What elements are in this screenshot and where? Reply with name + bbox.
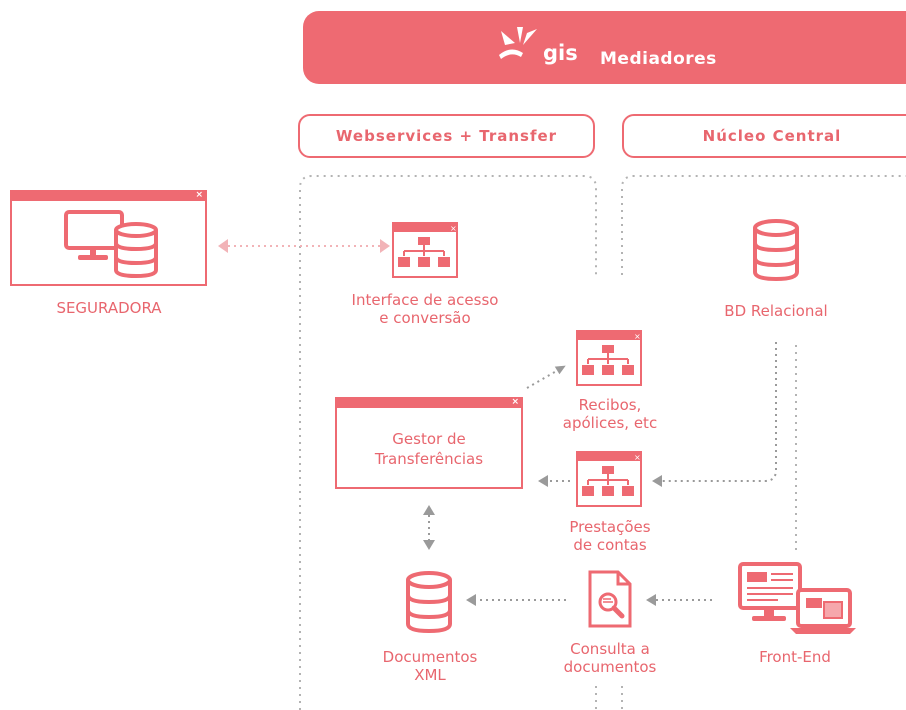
svg-text:×: × [450,224,457,233]
documentos-label: Documentos XML [382,648,478,684]
seguradora-label: SEGURADORA [56,299,162,317]
header-banner: gis Mediadores [303,11,906,84]
svg-text:×: × [634,453,641,462]
seguradora-link-arrow [218,239,390,253]
gestor-label: Gestor de Transferências [374,430,484,468]
frontend-label: Front-End [759,648,831,666]
recibos-label: Recibos, apólices, etc [562,396,658,432]
seguradora-window: × [10,190,207,286]
close-icon: × [195,190,203,200]
column-header-nucleo: Núcleo Central [622,114,906,158]
database-icon [753,219,799,282]
page-title: Mediadores [600,49,717,69]
close-icon: × [511,397,519,407]
bd-relacional-label: BD Relacional [724,302,828,320]
documents-database-icon [406,571,452,634]
front-end-icon [738,562,856,634]
prestacoes-icon: × [576,451,642,507]
interface-label: Interface de acesso e conversão [351,291,499,327]
document-search-icon [588,570,632,628]
brand-name: gis [543,41,578,65]
column-header-webservices: Webservices + Transfer [298,114,595,158]
interface-icon: × [392,222,458,278]
prestacoes-label: Prestações de contas [569,518,651,554]
gis-logo-icon [499,27,537,59]
svg-text:×: × [634,332,641,341]
recibos-icon: × [576,330,642,386]
gestor-window: × Gestor de Transferências [335,397,523,489]
computer-database-icon [64,210,158,279]
consulta-label: Consulta a documentos [563,640,657,676]
